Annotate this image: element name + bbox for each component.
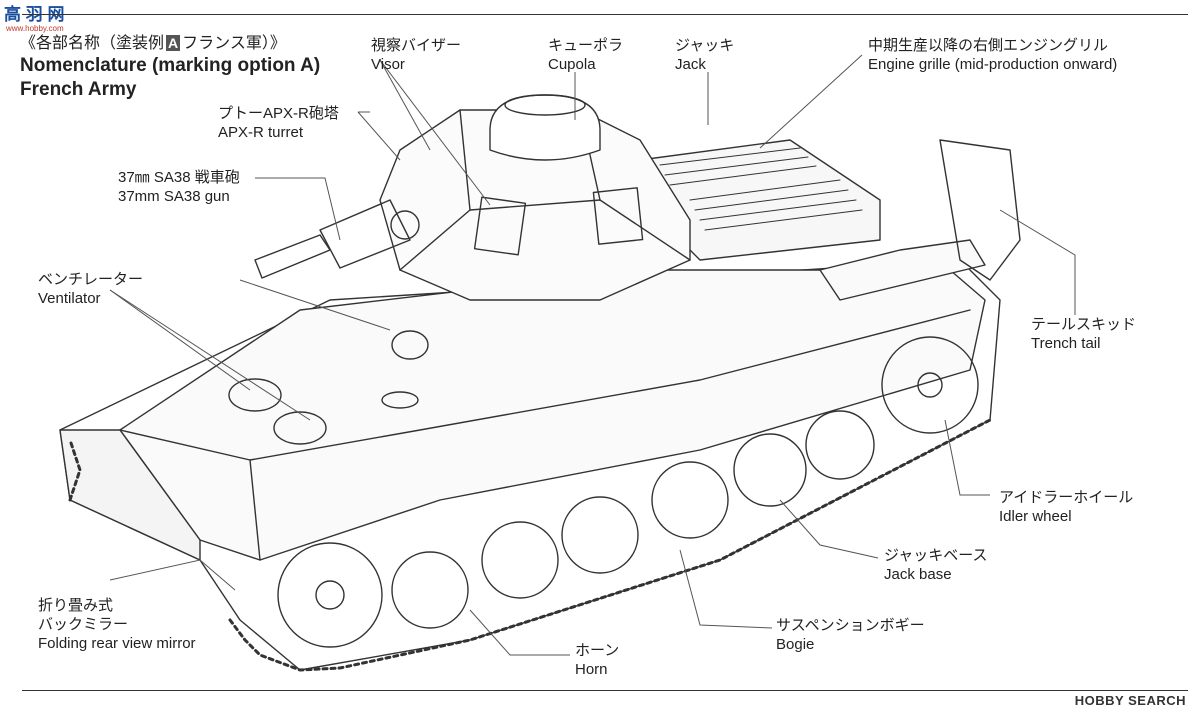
callout-gun-en: 37mm SA38 gun [118,188,230,205]
callout-jack-jp: ジャッキ [675,37,735,54]
callout-jack-base-en: Jack base [884,566,952,583]
callout-bogie-en: Bogie [776,636,815,653]
callout-cupola: キューポラ Cupola [548,36,623,74]
title-english: Nomenclature (marking option A) [20,55,321,76]
bottom-rule [22,690,1188,691]
callout-trench-tail: テールスキッド Trench tail [1031,315,1136,353]
road-wheels [277,336,979,648]
callout-jack: ジャッキ Jack [675,36,734,74]
cupola [489,94,601,161]
callout-engine-grille: 中期生産以降の右側エンジングリル Engine grille (mid-prod… [868,36,1117,74]
callout-trench-tail-jp: テールスキッド [1031,316,1137,333]
callout-visor-en: Visor [371,56,405,73]
callout-horn: ホーン Horn [575,641,619,679]
callout-ventilator-jp: ベンチレーター [38,271,144,288]
title-subtitle: French Army [20,79,137,100]
callout-trench-tail-en: Trench tail [1031,335,1101,352]
callout-engine-grille-en: Engine grille (mid-production onward) [868,56,1118,73]
jack [819,239,986,301]
callout-engine-grille-jp: 中期生産以降の右側エンジングリル [868,37,1109,54]
callout-ventilator: ベンチレーター Ventilator [38,270,143,308]
callout-horn-jp: ホーン [575,642,620,659]
main-gun [254,234,331,279]
callout-mirror: 折り畳み式 バックミラー Folding rear view mirror [38,596,196,653]
callout-visor: 視察バイザー Visor [371,36,461,74]
callout-bogie-jp: サスペンションボギー [776,617,925,634]
callout-mirror-jp1: 折り畳み式 [38,597,114,614]
top-rule [22,14,1188,15]
idler-wheel [881,336,979,434]
callout-jack-en: Jack [675,56,706,73]
ventilator-front [228,378,282,412]
hobby-search-watermark: HOBBY SEARCH [1074,693,1186,708]
callout-bogie: サスペンションボギー Bogie [776,616,925,654]
callout-turret: プトーAPX-R砲塔 APX-R turret [218,104,339,142]
callout-idler-wheel: アイドラーホイール Idler wheel [999,488,1133,526]
callout-idler-wheel-en: Idler wheel [999,508,1072,525]
callout-cupola-jp: キューポラ [548,37,624,54]
callout-mirror-en: Folding rear view mirror [38,635,196,652]
site-logo-url: www.hobby.com [6,24,64,33]
callout-jack-base-jp: ジャッキベース [884,547,988,564]
callout-turret-en: APX-R turret [218,124,304,141]
trench-tail [939,139,1021,281]
callout-cupola-en: Cupola [548,56,596,73]
callout-gun: 37㎜ SA38 戦車砲 37mm SA38 gun [118,168,240,206]
callout-mirror-jp2: バックミラー [38,616,129,633]
option-a-badge: A [166,35,181,51]
callout-jack-base: ジャッキベース Jack base [884,546,988,584]
callout-ventilator-en: Ventilator [38,290,101,307]
callout-idler-wheel-jp: アイドラーホイール [999,489,1134,506]
callout-visor-jp: 視察バイザー [371,37,462,54]
callout-turret-jp: プトーAPX-R砲塔 [218,105,339,122]
callout-horn-en: Horn [575,661,608,678]
callout-gun-jp: 37㎜ SA38 戦車砲 [118,169,240,186]
